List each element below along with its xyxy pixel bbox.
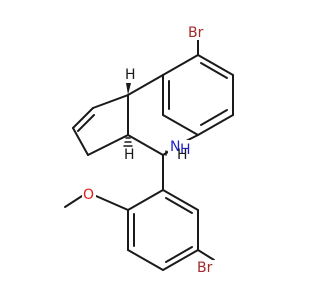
double-bond-inner — [200, 62, 228, 79]
atom-nh: N H — [168, 139, 192, 164]
methoxyphenyl-ring — [127, 189, 199, 271]
atom-label-n: N — [170, 139, 180, 155]
bond-c-br-bottom — [197, 249, 215, 261]
bond — [92, 94, 129, 109]
bond — [197, 54, 234, 76]
atom-label-br-top: Br — [188, 25, 204, 41]
bond — [162, 54, 199, 76]
bond — [197, 114, 234, 136]
bond — [72, 127, 89, 156]
bond — [87, 134, 129, 156]
bond — [162, 189, 199, 211]
bond-o-ch3 — [64, 195, 83, 208]
atom-label-h-top: H — [125, 67, 136, 83]
bond — [127, 74, 164, 96]
double-bond-inner — [77, 114, 95, 132]
molecule-structure: Br Br N H O H H H — [64, 24, 234, 276]
bond-c-o — [95, 195, 129, 211]
atom-oxygen: O — [82, 187, 96, 203]
bond — [72, 107, 94, 129]
atom-br-bottom: Br — [196, 260, 222, 276]
atom-label-h-middle: H — [124, 147, 135, 163]
bond — [162, 114, 199, 136]
atom-label-br-bottom: Br — [197, 260, 213, 276]
double-bond-inner — [165, 197, 193, 214]
wedge-bond-top — [126, 83, 131, 95]
bond — [127, 134, 164, 156]
atom-label-n-h: H — [180, 142, 191, 158]
double-bond-inner — [200, 109, 228, 126]
atom-br-top: Br — [186, 24, 212, 41]
atom-label-h-c4: H — [177, 147, 188, 163]
bond — [127, 249, 164, 271]
benzo-ring — [162, 54, 234, 136]
double-bond-inner — [165, 246, 193, 263]
bond — [127, 189, 164, 211]
cyclopentene-ring — [72, 94, 129, 156]
bond — [162, 249, 199, 271]
atom-label-o: O — [83, 187, 94, 203]
